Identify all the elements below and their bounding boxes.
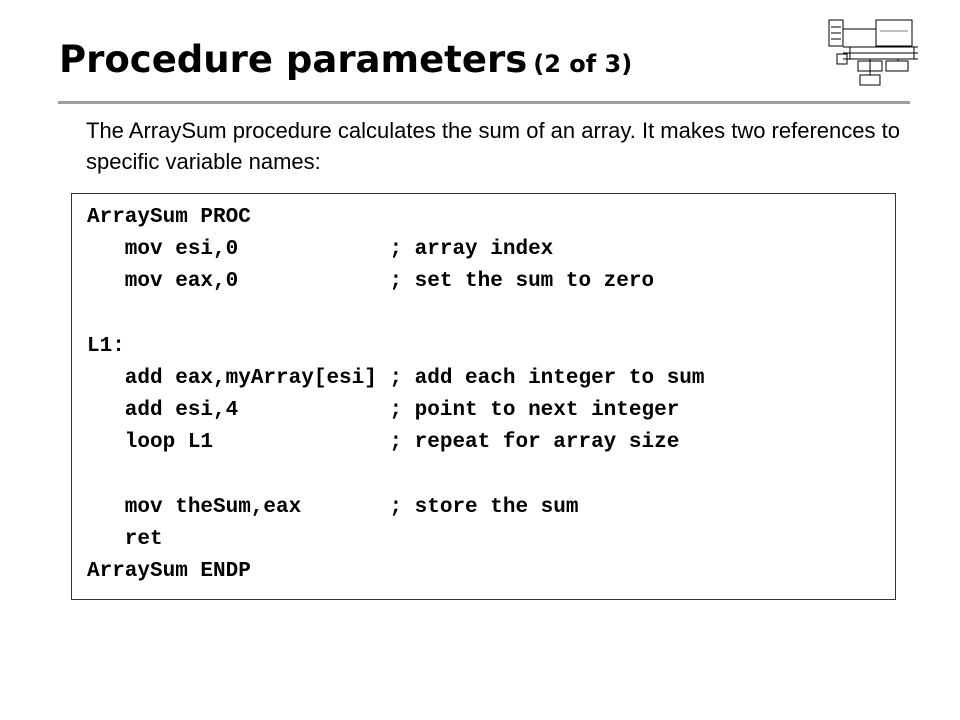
code-line: add eax,myArray[esi] ; add each integer … xyxy=(87,366,705,390)
code-line: L1: xyxy=(87,334,125,358)
code-line: ArraySum ENDP xyxy=(87,560,251,584)
code-listing-box: ArraySum PROC mov esi,0 ; array index mo… xyxy=(71,193,896,600)
intro-text: The ArraySum procedure calculates the su… xyxy=(86,118,900,174)
computer-architecture-diagram-icon xyxy=(828,19,918,86)
code-line: ret xyxy=(87,527,163,551)
title-divider xyxy=(58,101,910,104)
code-line: mov esi,0 ; array index xyxy=(87,238,554,262)
slide-title: Procedure parameters(2 of 3) xyxy=(59,38,633,81)
slide-title-sub: (2 of 3) xyxy=(533,50,633,78)
code-line: mov eax,0 ; set the sum to zero xyxy=(87,270,655,294)
code-line xyxy=(87,460,705,492)
code-line: loop L1 ; repeat for array size xyxy=(87,431,680,455)
code-line: ArraySum PROC xyxy=(87,206,251,229)
code-listing: ArraySum PROC mov esi,0 ; array index mo… xyxy=(87,202,705,588)
code-line: mov theSum,eax ; store the sum xyxy=(87,495,579,519)
slide-title-main: Procedure parameters xyxy=(59,38,528,81)
code-line: add esi,4 ; point to next integer xyxy=(87,399,680,423)
code-line xyxy=(87,299,705,331)
